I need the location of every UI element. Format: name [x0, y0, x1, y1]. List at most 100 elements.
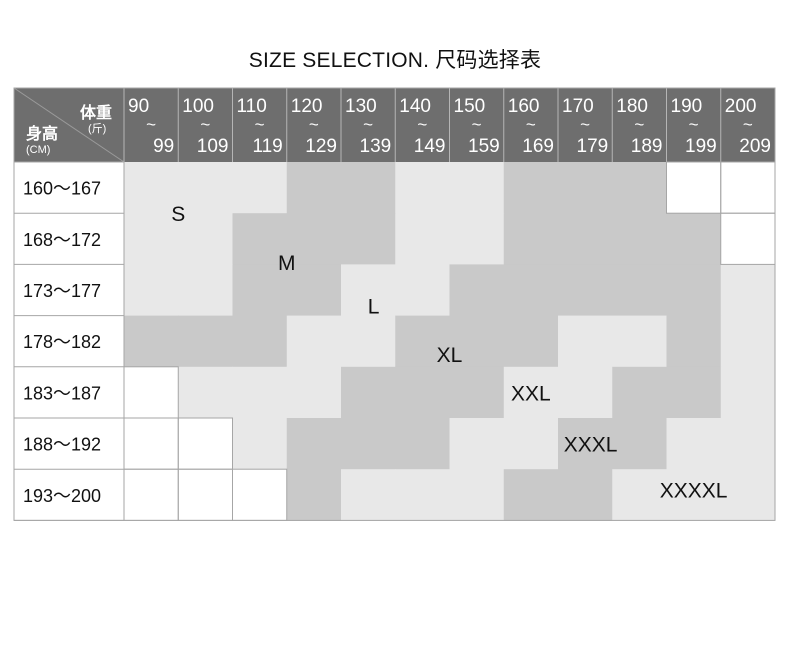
size-cell	[178, 366, 233, 419]
size-cell	[341, 418, 396, 470]
size-cell	[232, 315, 288, 368]
height-row-label: 160～167	[23, 179, 101, 199]
weight-to: 129	[305, 136, 337, 157]
height-label: 身高	[26, 124, 58, 143]
size-cell	[503, 315, 559, 368]
size-cell	[124, 315, 179, 368]
size-cell	[286, 162, 342, 214]
size-cell	[124, 213, 179, 265]
size-cell	[449, 366, 505, 419]
weight-sep: ~	[526, 115, 536, 134]
size-cell	[124, 469, 179, 521]
size-cell	[178, 418, 233, 470]
size-cell	[341, 366, 396, 419]
size-cell	[720, 315, 776, 368]
weight-sep: ~	[743, 115, 753, 134]
size-cell	[395, 418, 450, 470]
size-cell	[395, 162, 450, 214]
size-cell	[558, 162, 613, 214]
weight-from: 100	[182, 96, 214, 117]
weight-from: 170	[562, 96, 594, 117]
size-cell	[286, 315, 342, 368]
size-label: XL	[437, 344, 463, 367]
size-cell	[232, 213, 288, 265]
weight-from: 110	[237, 96, 267, 117]
size-cell	[612, 162, 667, 214]
weight-from: 130	[345, 96, 377, 117]
size-cell	[666, 264, 722, 317]
size-cell	[232, 162, 288, 214]
weight-sep: ~	[580, 115, 590, 134]
size-cell	[286, 469, 342, 521]
height-row-label: 188～192	[23, 435, 101, 455]
size-cell	[558, 418, 613, 470]
size-label: M	[278, 252, 296, 275]
size-cell	[178, 469, 233, 521]
header-background	[14, 88, 775, 162]
size-cell	[232, 366, 288, 419]
size-cell	[558, 366, 613, 419]
weight-sep: ~	[309, 115, 319, 134]
weight-sep: ~	[363, 115, 373, 134]
size-cell	[286, 418, 342, 470]
size-label: XXL	[511, 382, 551, 405]
size-cell	[395, 366, 450, 419]
size-cell	[449, 213, 505, 265]
size-cell	[720, 162, 776, 214]
weight-to: 99	[153, 136, 174, 157]
weight-sep: ~	[472, 115, 482, 134]
size-cell	[503, 418, 559, 470]
size-cell	[720, 366, 776, 419]
size-cell	[720, 264, 776, 317]
weight-sep: ~	[146, 115, 156, 134]
weight-to: 139	[360, 136, 392, 157]
weight-from: 90	[128, 96, 149, 117]
size-label: S	[171, 203, 185, 226]
size-cell	[666, 418, 722, 470]
weight-to: 209	[739, 136, 771, 157]
size-cell	[666, 162, 722, 214]
size-cell	[286, 366, 342, 419]
weight-from: 190	[671, 96, 703, 117]
height-unit: (CM)	[26, 144, 50, 156]
size-cell	[286, 264, 342, 317]
size-cell	[178, 162, 233, 214]
weight-to: 189	[631, 136, 663, 157]
size-cell	[720, 418, 776, 470]
size-cell	[124, 366, 179, 419]
size-cell	[503, 213, 559, 265]
size-cell	[612, 315, 667, 368]
weight-to: 109	[197, 136, 229, 157]
height-column-background	[14, 162, 124, 521]
height-row-label: 173～177	[23, 281, 101, 301]
size-cell	[612, 213, 667, 265]
size-cell	[503, 469, 559, 521]
weight-sep: ~	[255, 115, 265, 134]
weight-sep: ~	[417, 115, 427, 134]
size-cell	[558, 213, 613, 265]
height-row-label: 168～172	[23, 230, 101, 250]
size-cell	[286, 213, 342, 265]
weight-from: 150	[454, 96, 486, 117]
weight-to: 159	[468, 136, 500, 157]
size-cell	[178, 264, 233, 317]
size-label: L	[368, 295, 380, 318]
size-cell	[449, 264, 505, 317]
size-cell	[395, 315, 450, 368]
size-cell	[666, 315, 722, 368]
height-row-label: 183～187	[23, 383, 101, 403]
weight-to: 199	[685, 136, 717, 157]
size-cell	[341, 315, 396, 368]
size-cell	[395, 469, 450, 521]
size-cell	[558, 315, 613, 368]
size-cell	[341, 162, 396, 214]
chart-title: SIZE SELECTION. 尺码选择表	[248, 49, 542, 72]
size-cell	[449, 469, 505, 521]
size-cell	[612, 264, 667, 317]
weight-from: 200	[725, 96, 757, 117]
size-cell	[232, 418, 288, 470]
size-cell	[395, 213, 450, 265]
size-cell	[124, 418, 179, 470]
weight-to: 169	[522, 136, 554, 157]
size-cell	[558, 469, 613, 521]
